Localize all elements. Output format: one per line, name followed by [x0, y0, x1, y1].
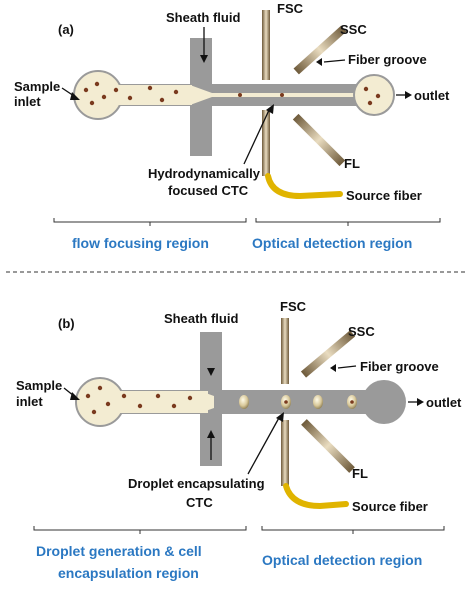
cell [113, 87, 119, 93]
outlet-reservoir-a [353, 74, 395, 116]
groove-arrow-b [337, 365, 357, 369]
region-left-label1-b: Droplet generation & cell [36, 543, 202, 559]
focused-label2-a: focused CTC [168, 183, 249, 198]
region-left-label-a: flow focusing region [72, 235, 209, 251]
sample-stream-a [98, 85, 192, 105]
cell [187, 395, 193, 401]
cell [91, 409, 97, 415]
focused-label1-a: Hydrodynamically [148, 166, 261, 181]
outlet-reservoir-b [362, 380, 406, 424]
arrowhead [417, 398, 424, 406]
source-fiber-label-b: Source fiber [352, 499, 428, 514]
cell [83, 87, 89, 93]
focused-stream-a [212, 93, 362, 97]
arrowhead-up [207, 430, 215, 438]
panel-b-tag: (b) [58, 316, 75, 331]
droplet-label2-b: CTC [186, 495, 213, 510]
droplet-label1-b: Droplet encapsulating [128, 476, 265, 491]
fl-label-a: FL [344, 156, 360, 171]
ssc-label-b: SSC [348, 324, 375, 339]
source-fiber-label-a: Source fiber [346, 188, 422, 203]
sample-label1-b: Sample [16, 378, 62, 393]
source-fiber-bend-b [283, 483, 349, 510]
arrowhead [316, 58, 322, 66]
cell [238, 93, 242, 97]
region-left-label2-b: encapsulation region [58, 565, 199, 581]
fl-fiber-b [301, 419, 355, 473]
fl-fiber-a [292, 113, 346, 167]
arrowhead [330, 364, 336, 372]
bracket-right-a [255, 218, 441, 223]
cell [350, 400, 354, 404]
focused-arrow-a [243, 107, 271, 165]
fiber-groove-label-b: Fiber groove [360, 359, 439, 374]
outlet-label-a: outlet [414, 88, 450, 103]
arrowhead [70, 392, 80, 400]
arrowhead [200, 55, 208, 63]
cell [173, 89, 179, 95]
region-right-label-a: Optical detection region [252, 235, 412, 251]
arrowhead [266, 104, 274, 114]
cell [137, 403, 143, 409]
outlet-label-b: outlet [426, 395, 462, 410]
ssc-label-a: SSC [340, 22, 367, 37]
cell [105, 401, 111, 407]
cell [363, 86, 369, 92]
source-fiber-bend-a [265, 173, 343, 200]
droplets-b [239, 395, 357, 409]
focusing-taper-a [190, 85, 212, 105]
source-fiber-straight-b [281, 420, 289, 486]
fsc-label-a: FSC [277, 1, 304, 16]
cell [284, 400, 288, 404]
cell [85, 393, 91, 399]
cell [280, 93, 284, 97]
fsc-fiber-a [262, 10, 270, 80]
fsc-label-b: FSC [280, 299, 307, 314]
sample-label2-a: inlet [14, 94, 41, 109]
cell [159, 97, 165, 103]
cell [155, 393, 161, 399]
panel-b: (b) [16, 299, 462, 581]
ssc-fiber-a [293, 25, 347, 75]
cells-b [85, 385, 193, 415]
panel-a-tag: (a) [58, 22, 74, 37]
droplet-arrow-b [247, 415, 281, 475]
droplet [239, 395, 249, 409]
pinch-b [200, 391, 214, 413]
region-right-label-b: Optical detection region [262, 552, 422, 568]
bracket-left-a [53, 218, 247, 223]
cell [375, 93, 381, 99]
cell [121, 393, 127, 399]
fiber-groove-label-a: Fiber groove [348, 52, 427, 67]
fsc-fiber-b [281, 318, 289, 384]
arrowhead [70, 92, 80, 100]
arrowhead-down [207, 368, 215, 376]
sample-label2-b: inlet [16, 394, 43, 409]
sample-label1-a: Sample [14, 79, 60, 94]
bracket-left-b [33, 526, 247, 531]
cell [367, 100, 373, 106]
cell [94, 81, 100, 87]
cell [89, 100, 95, 106]
cell [171, 403, 177, 409]
cells-a [83, 81, 381, 106]
droplet [313, 395, 323, 409]
fl-label-b: FL [352, 466, 368, 481]
bracket-right-b [261, 526, 445, 531]
groove-arrow-a [323, 59, 346, 63]
panel-a: (a) [14, 1, 450, 251]
sheath-label-b: Sheath fluid [164, 311, 238, 326]
arrowhead [405, 91, 412, 99]
sheath-label-a: Sheath fluid [166, 10, 240, 25]
cell [101, 94, 107, 100]
cell [97, 385, 103, 391]
cell [147, 85, 153, 91]
cell [127, 95, 133, 101]
source-fiber-straight-a [262, 110, 270, 176]
ssc-fiber-b [300, 330, 356, 378]
sample-stream-b [100, 391, 208, 413]
arrowhead [276, 412, 284, 422]
